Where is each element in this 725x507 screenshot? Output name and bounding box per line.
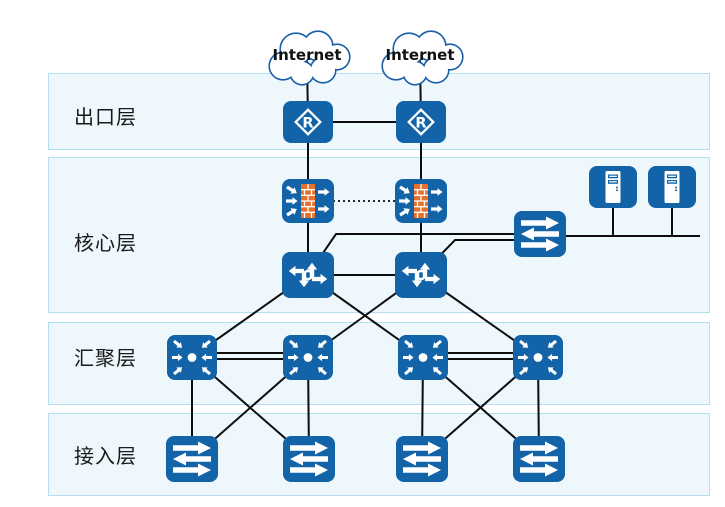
layer-band-egress <box>48 73 710 150</box>
core-switch-1 <box>282 252 334 298</box>
cloud-label: Internet <box>272 45 342 64</box>
server-zone-switch <box>514 211 566 257</box>
access-switch-2 <box>283 436 335 482</box>
access-switch-4 <box>513 436 565 482</box>
lanswitch-icon <box>513 436 565 482</box>
layer-label-egress: 出口层 <box>74 105 137 129</box>
access-switch-1 <box>166 436 218 482</box>
aggregation-switch-2 <box>283 335 333 380</box>
aggswitch-icon <box>283 335 333 380</box>
server-2 <box>648 166 696 208</box>
firewall-icon <box>395 179 447 223</box>
lanswitch-icon <box>166 436 218 482</box>
core-switch-2 <box>395 252 447 298</box>
aggswitch-icon <box>513 335 563 380</box>
firewall-icon <box>282 179 334 223</box>
internet-cloud-1: Internet <box>259 28 355 88</box>
aggswitch-icon <box>167 335 217 380</box>
cloud-label: Internet <box>385 45 455 64</box>
server-icon <box>589 166 637 208</box>
access-switch-3 <box>396 436 448 482</box>
router-icon <box>283 101 333 143</box>
firewall-2 <box>395 179 447 223</box>
layer-label-aggregation: 汇聚层 <box>74 346 137 370</box>
egress-router-1 <box>283 101 333 143</box>
l3switch-icon <box>395 252 447 298</box>
layer-band-aggregation <box>48 322 710 405</box>
lanswitch-icon <box>396 436 448 482</box>
egress-router-2 <box>396 101 446 143</box>
server-1 <box>589 166 637 208</box>
layer-label-access: 接入层 <box>74 444 137 468</box>
internet-cloud-2: Internet <box>372 28 468 88</box>
layer-band-access <box>48 413 710 496</box>
aggregation-switch-1 <box>167 335 217 380</box>
firewall-1 <box>282 179 334 223</box>
lanswitch-icon <box>514 211 566 257</box>
router-icon <box>396 101 446 143</box>
aggregation-switch-4 <box>513 335 563 380</box>
server-icon <box>648 166 696 208</box>
aggregation-switch-3 <box>398 335 448 380</box>
l3switch-icon <box>282 252 334 298</box>
layer-label-core: 核心层 <box>74 231 137 255</box>
aggswitch-icon <box>398 335 448 380</box>
lanswitch-icon <box>283 436 335 482</box>
